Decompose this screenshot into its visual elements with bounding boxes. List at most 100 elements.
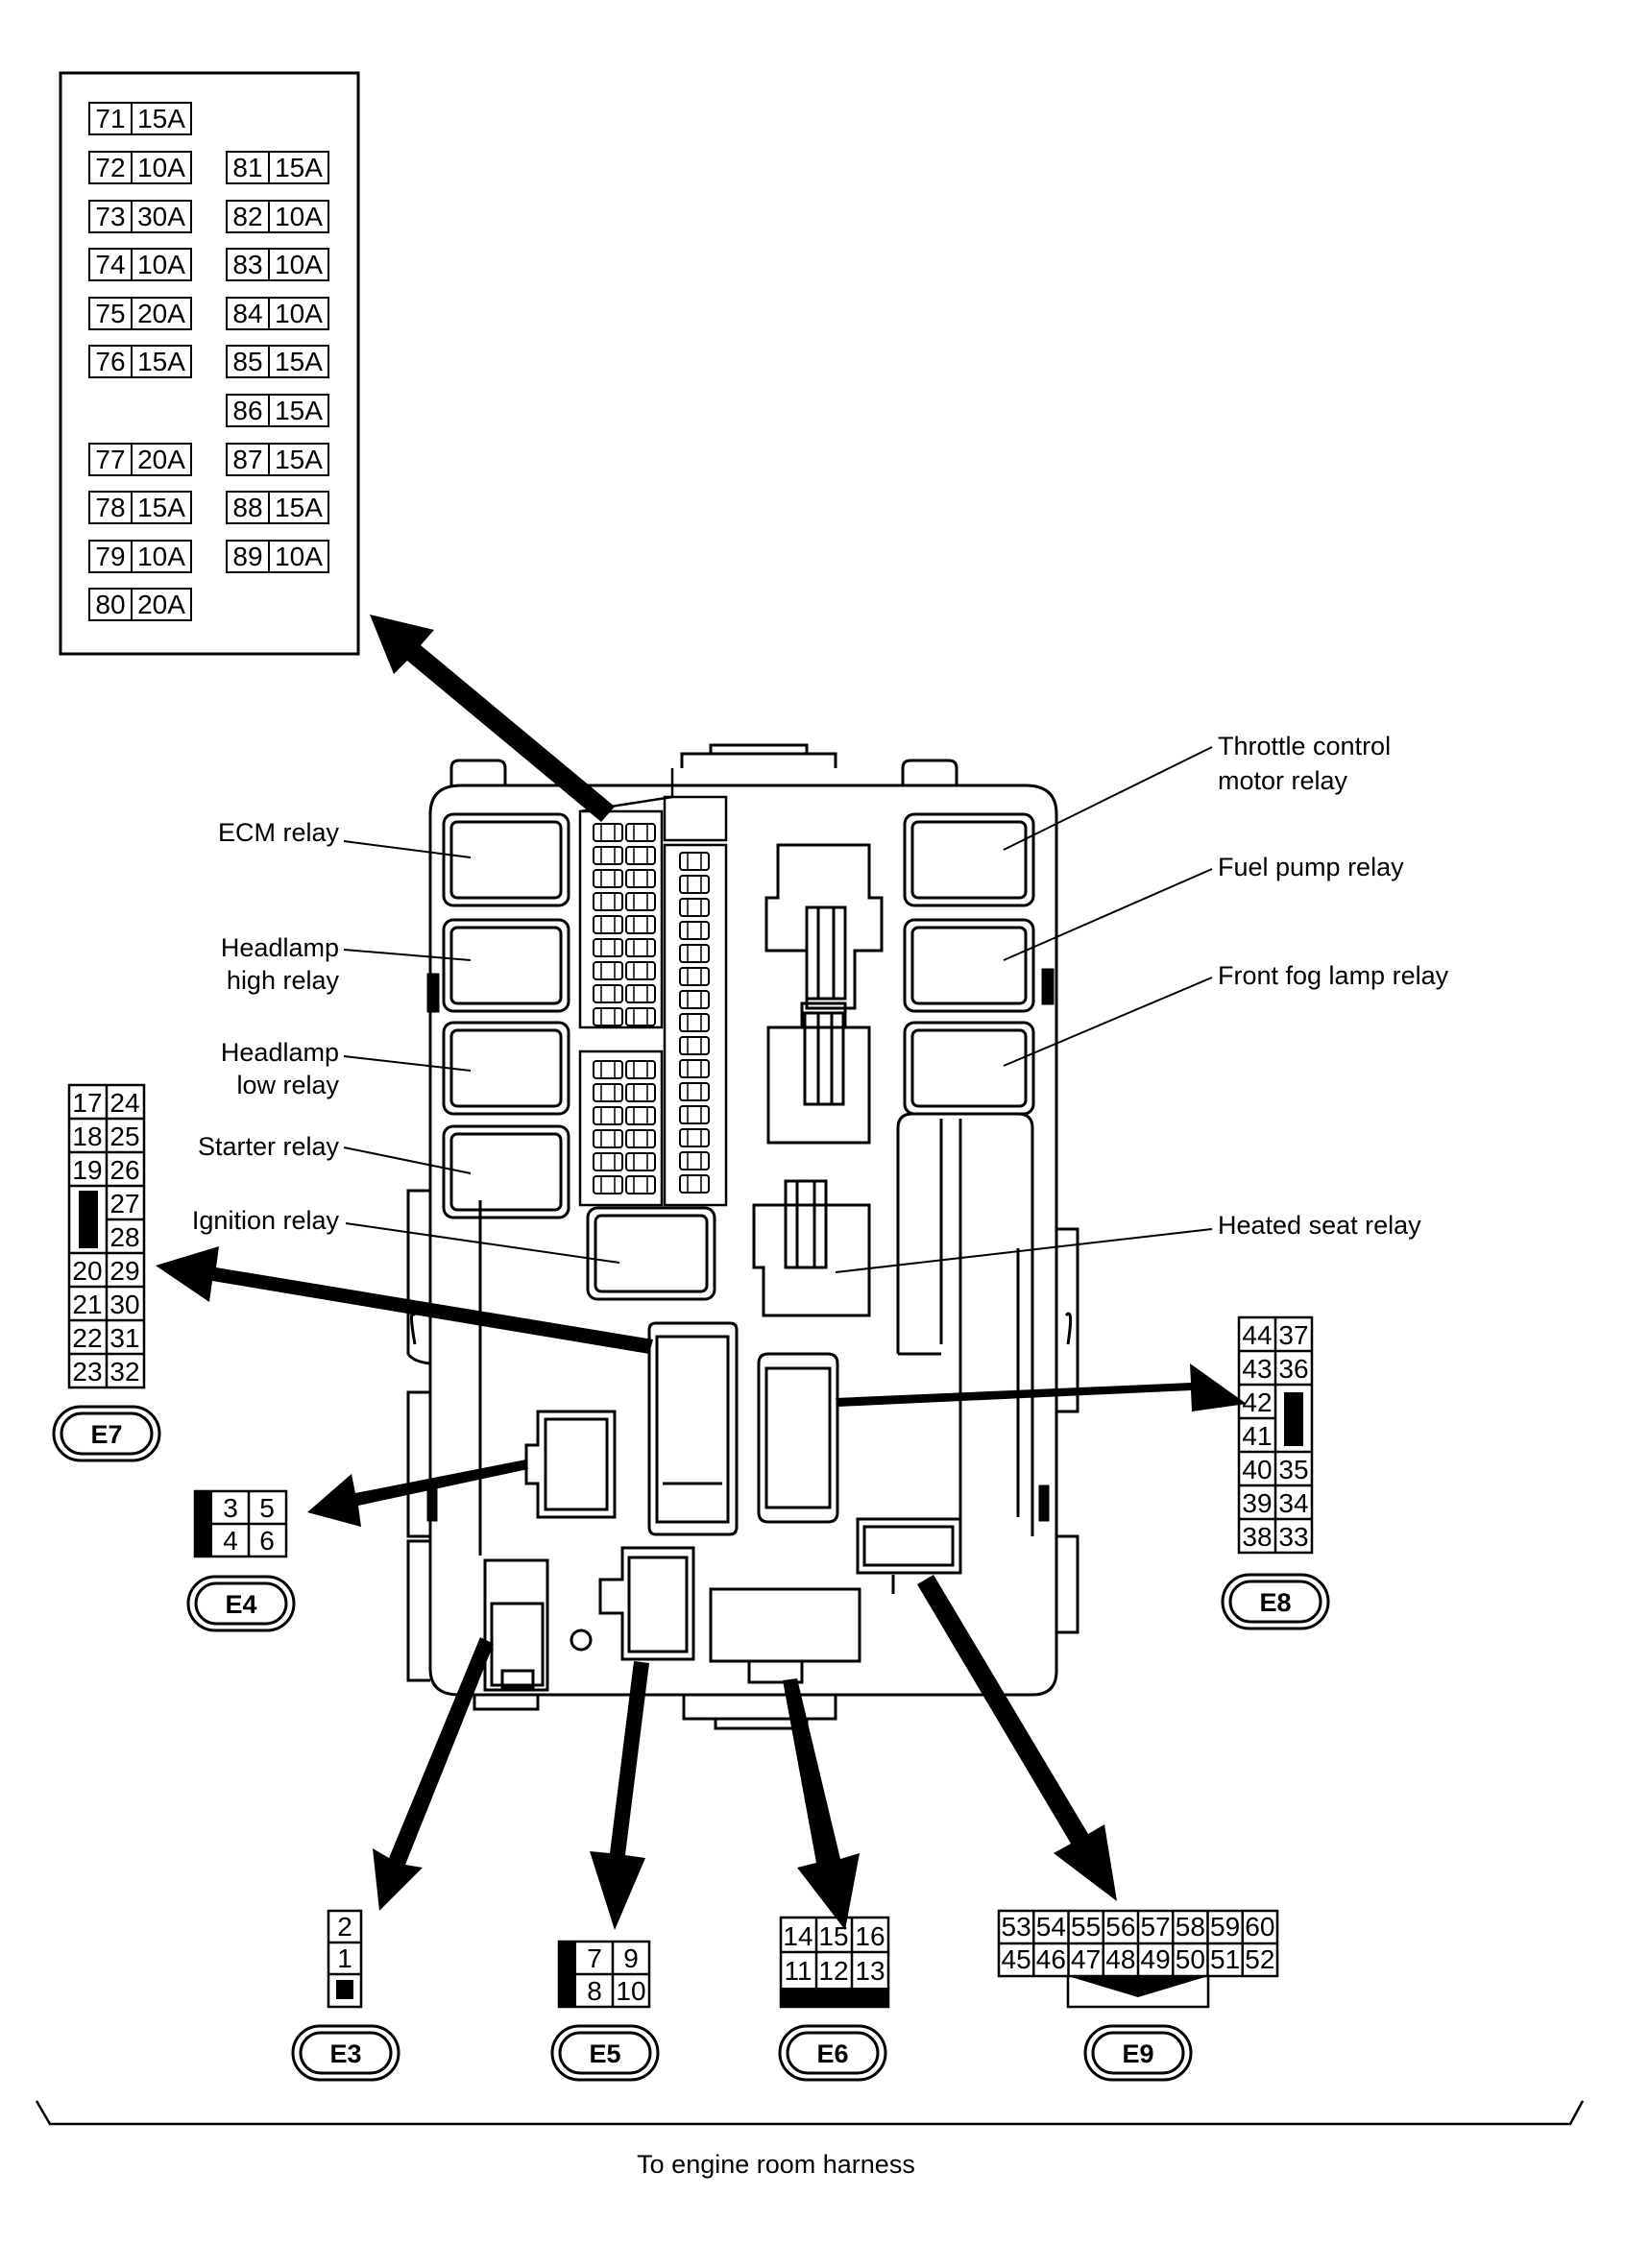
- svg-text:E4: E4: [225, 1590, 256, 1619]
- e9-pin: 51: [1210, 1944, 1240, 1974]
- e8-pin: 35: [1278, 1455, 1308, 1484]
- e8-pin: 40: [1242, 1455, 1272, 1484]
- label-front-fog-lamp-relay: Front fog lamp relay: [1218, 961, 1449, 990]
- connector-e7-pins: 17 24 18 25 19 26 27 28 20 29 21 30 22 3…: [67, 1083, 146, 1389]
- connector-e8-label: E8: [1221, 1573, 1330, 1630]
- label-throttle-2: motor relay: [1218, 766, 1348, 795]
- e9-pin: 49: [1141, 1944, 1171, 1974]
- svg-text:E9: E9: [1122, 2039, 1153, 2068]
- e9-pin: 59: [1210, 1912, 1240, 1942]
- fuse-number: 88: [232, 493, 262, 522]
- fuse-slot: [679, 1013, 710, 1032]
- fuse-entry: 85 15A: [226, 345, 329, 378]
- e6-pin: 15: [818, 1921, 848, 1951]
- fuse-number: 74: [95, 250, 125, 279]
- e7-pin: 23: [72, 1357, 102, 1387]
- arrows: [156, 615, 1247, 1930]
- e9-pin: 56: [1105, 1912, 1135, 1942]
- connector-e6-pins: 14 15 16 11 12 13: [779, 1916, 890, 2009]
- fuse-slot: [625, 1106, 656, 1125]
- fuse-slot: [625, 869, 656, 888]
- e9-pin: 52: [1245, 1944, 1274, 1974]
- fuse-amperage: 15A: [137, 104, 185, 133]
- e7-pin: 24: [109, 1088, 139, 1118]
- fuse-number: 86: [232, 396, 262, 425]
- fuse-slot: [625, 1175, 656, 1194]
- fuse-slot: [593, 1129, 623, 1148]
- harness-bracket: [35, 2100, 1585, 2126]
- e3-pin: 2: [337, 1912, 352, 1942]
- e7-pin: 29: [109, 1256, 139, 1286]
- e4-pin: 6: [259, 1526, 275, 1556]
- fuse-entry: 71 15A: [88, 102, 192, 135]
- connector-e4-label: E4: [186, 1575, 296, 1632]
- svg-text:E5: E5: [589, 2039, 620, 2068]
- fuse-slot: [625, 938, 656, 957]
- e6-pin: 12: [818, 1956, 848, 1986]
- e8-pin: 41: [1242, 1421, 1272, 1451]
- fuse-number: 76: [95, 347, 125, 376]
- relay-slots: [442, 812, 1035, 1301]
- e7-pin: 28: [109, 1222, 139, 1252]
- fuse-amperage: 15A: [275, 493, 323, 522]
- fuse-amperage: 10A: [275, 299, 323, 328]
- relay-box-housing: [406, 743, 1079, 1730]
- fuse-slot: [593, 1152, 623, 1171]
- fuse-slot: [593, 892, 623, 911]
- fuse-slot: [625, 961, 656, 980]
- e9-pin: 58: [1176, 1912, 1205, 1942]
- fuse-number: 83: [232, 250, 262, 279]
- connector-e7-label: E7: [52, 1405, 161, 1462]
- label-headlamp-high-2: high relay: [227, 966, 340, 995]
- fuse-slot: [679, 1128, 710, 1147]
- e9-pin: 53: [1002, 1912, 1031, 1942]
- connector-sockets: [483, 843, 962, 1692]
- fuse-slot: [679, 898, 710, 917]
- e7-pin: 31: [109, 1323, 139, 1353]
- e8-pin: 36: [1278, 1354, 1308, 1384]
- connector-e9-label: E9: [1083, 2024, 1193, 2082]
- fuse-number: 75: [95, 299, 125, 328]
- e4-pin: 5: [259, 1493, 275, 1523]
- connector-e3-pins: 2 1: [327, 1909, 363, 2009]
- fuse-amperage: 30A: [137, 202, 185, 231]
- fuse-number: 71: [95, 104, 125, 133]
- connector-e6-label: E6: [778, 2024, 887, 2082]
- e7-pin: 17: [72, 1088, 102, 1118]
- fuse-number: 89: [232, 542, 262, 571]
- fuse-number: 85: [232, 347, 262, 376]
- label-headlamp-low-2: low relay: [236, 1071, 339, 1099]
- connector-e5-pins: 7 9 8 10: [557, 1940, 651, 2009]
- fuse-slot: [679, 1105, 710, 1124]
- connector-ovals: E7 E4 E8 E3 E5 E6 E9: [52, 1405, 1330, 2082]
- fuse-slot: [679, 1174, 710, 1194]
- fuse-number: 81: [232, 153, 262, 182]
- fuse-amperage: 15A: [275, 347, 323, 376]
- e9-pin: 50: [1176, 1944, 1205, 1974]
- e7-pin: 32: [109, 1357, 139, 1387]
- connector-e3-label: E3: [291, 2024, 400, 2082]
- label-ignition-relay: Ignition relay: [192, 1206, 340, 1235]
- fuse-slot: [625, 1152, 656, 1171]
- relay-labels: ECM relay Headlamp high relay Headlamp l…: [192, 732, 1449, 1240]
- e8-pin: 33: [1278, 1522, 1308, 1552]
- fuse-slot: [625, 1060, 656, 1079]
- fuse-slot: [625, 915, 656, 934]
- label-fuel-pump-relay: Fuel pump relay: [1218, 853, 1404, 881]
- fuse-amperage: 15A: [275, 153, 323, 182]
- e7-pin: 26: [109, 1155, 139, 1185]
- svg-text:E7: E7: [90, 1420, 122, 1449]
- fuse-amperage: 20A: [137, 445, 185, 474]
- fuse-amperage: 10A: [275, 202, 323, 231]
- fuse-slot: [679, 1082, 710, 1101]
- e8-pin: 34: [1278, 1488, 1308, 1518]
- fuse-number: 77: [95, 445, 125, 474]
